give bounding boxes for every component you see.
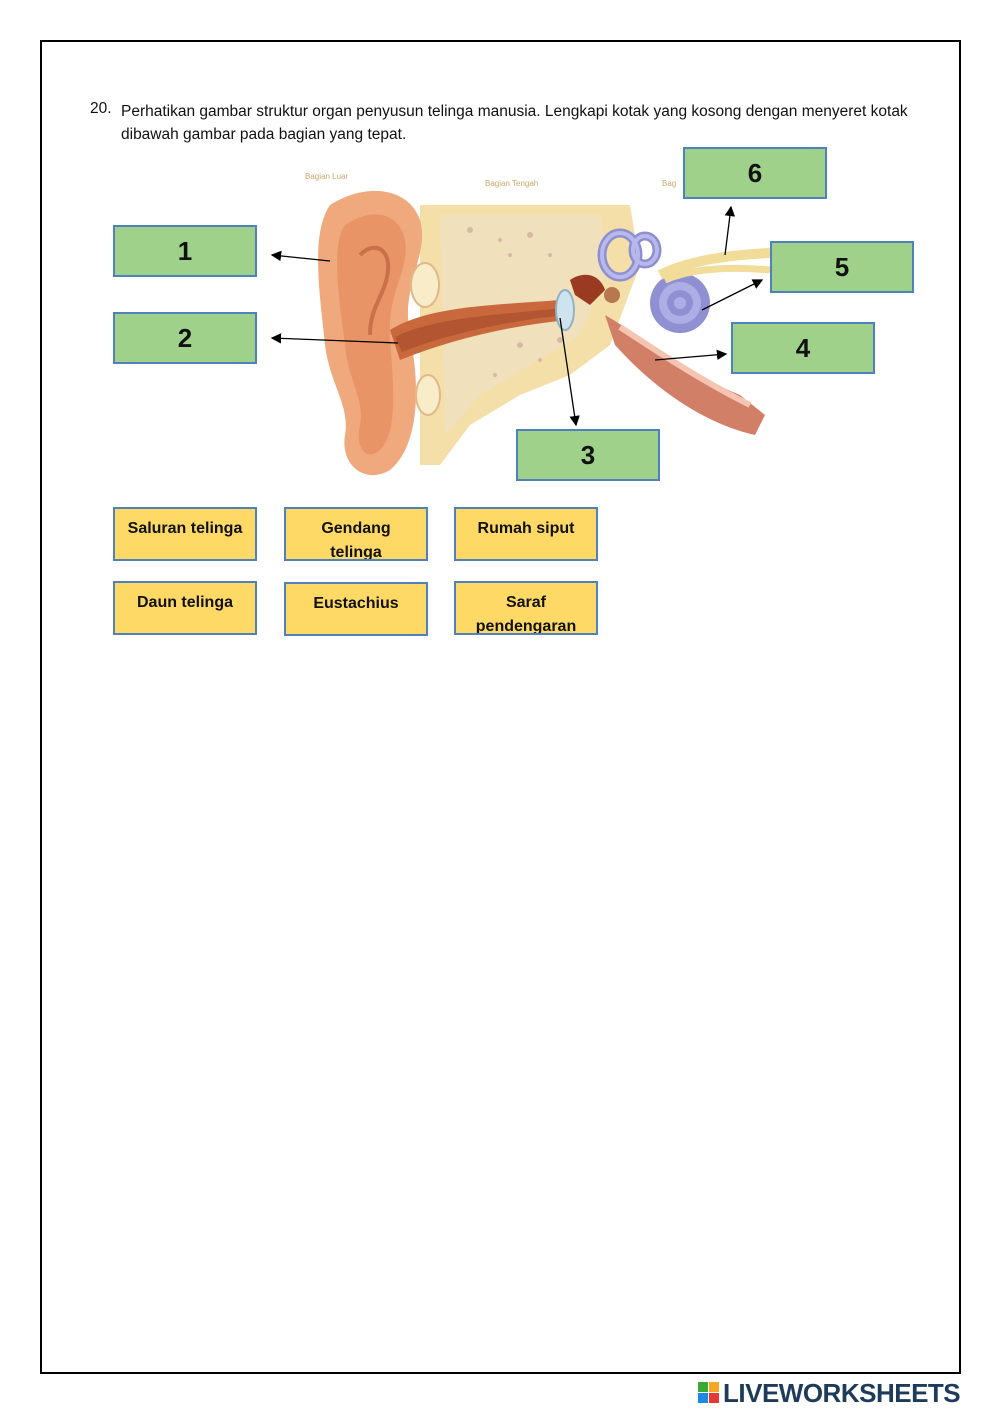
word-tile-rumah-siput[interactable]: Rumah siput (454, 507, 598, 561)
word-tile-eustachius[interactable]: Eustachius (284, 582, 428, 636)
word-tile-saluran-telinga[interactable]: Saluran telinga (113, 507, 257, 561)
word-tile-saraf-pendengaran[interactable]: Saraf pendengaran (454, 581, 598, 635)
ear-anatomy-drawing (318, 190, 771, 476)
answer-box-5[interactable]: 5 (770, 241, 914, 293)
liveworksheets-logo-text: LIVEWORKSHEETS (723, 1377, 961, 1408)
outer-section-label: Bagian Luar (305, 172, 349, 181)
answer-box-4[interactable]: 4 (731, 322, 875, 374)
answer-box-2[interactable]: 2 (113, 312, 257, 364)
question-number: 20. (90, 100, 112, 117)
page-frame (40, 40, 961, 1374)
answer-box-6[interactable]: 6 (683, 147, 827, 199)
liveworksheets-logo-icon (698, 1382, 720, 1404)
answer-box-3[interactable]: 3 (516, 429, 660, 481)
word-tile-gendang-telinga[interactable]: Gendang telinga (284, 507, 428, 561)
middle-section-label: Bagian Tengah (485, 179, 539, 188)
question-text: Perhatikan gambar struktur organ penyusu… (121, 103, 908, 143)
answer-box-1[interactable]: 1 (113, 225, 257, 277)
ear-illustration: Bagian Luar Bagian Tengah Bag (270, 145, 790, 485)
inner-section-label: Bag (662, 179, 677, 188)
liveworksheets-logo: LIVEWORKSHEETS (698, 1377, 961, 1408)
word-tile-daun-telinga[interactable]: Daun telinga (113, 581, 257, 635)
